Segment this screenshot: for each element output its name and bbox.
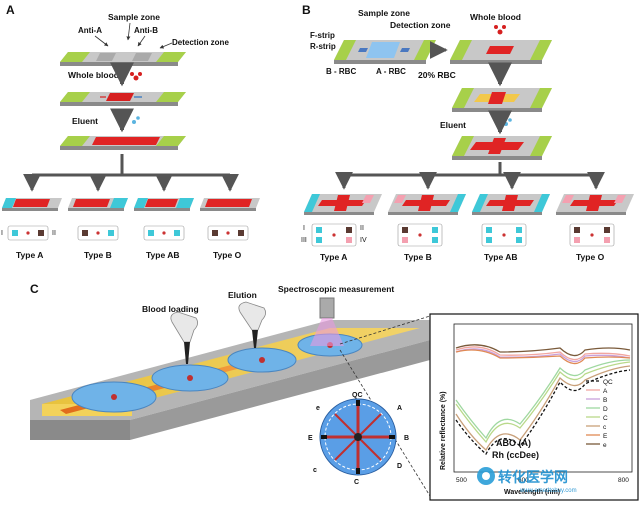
type-o-label-a: Type O [213,250,242,260]
legend-e-lower: e [603,442,607,449]
result-strips-a [2,198,260,211]
legend-c-upper: C [603,415,608,422]
panel-b-letter: B [302,3,311,17]
type-ab-label-b: Type AB [484,252,518,262]
r-strip-label: R-strip [310,42,336,51]
type-b-label-a: Type B [84,250,112,260]
pipette-blood [170,311,198,364]
strip-a3 [60,136,186,150]
annotation-abo: ABO (A) [496,438,531,448]
detection-zone-label-a: Detection zone [172,38,229,47]
x-tick-500: 500 [456,477,467,484]
roman-2-a: II [52,230,56,237]
strip-a1 [60,52,186,66]
x-tick-600: 600 [518,477,529,484]
spectrometer [310,297,344,346]
disc-label-qc: QC [352,392,363,399]
disc-label-c-upper: C [354,479,359,486]
detection-zone-label-b: Detection zone [390,20,451,30]
whole-blood-label-b: Whole blood [470,12,521,22]
roman-1-a: I [1,230,3,237]
f-strip-label: F-strip [310,31,335,40]
legend-b: B [603,397,607,404]
panel-c-letter: C [30,282,39,296]
type-ab-label-a: Type AB [146,250,180,260]
watermark-url: www.emedtobuy.com [519,488,577,494]
chart-xlabel: Wavelength (nm) [504,489,560,496]
disc-label-b: B [404,435,409,442]
spectroscopic-label: Spectroscopic measurement [278,284,394,294]
roman-1-b: I [303,225,305,232]
legend-e-upper: E [603,433,608,440]
legend-d: D [603,406,608,413]
result-strips-b [304,194,634,215]
type-a-label-b: Type A [320,252,347,262]
disc-detail [319,398,397,476]
curve-qc [455,369,631,456]
disc-label-a: A [397,405,402,412]
type-o-label-b: Type O [576,252,605,262]
strip-a2 [60,92,186,106]
eluent-label-a: Eluent [72,116,98,126]
result-boxes-a [7,225,249,241]
strip-b-setup [334,40,436,64]
legend-a: A [603,388,608,395]
x-tick-800: 800 [618,477,629,484]
chart-ylabel: Relative reflectance (%) [440,391,447,470]
curve-b [455,348,631,363]
watermark: 转化医学网 www.emedtobuy.com [477,467,577,494]
sample-zone-label-b: Sample zone [358,8,410,18]
curve-a [455,346,631,361]
panel-a: A Sample zone Anti-A Anti-B Detection zo… [1,3,260,260]
strip-b-eluted [452,136,552,160]
type-b-label-b: Type B [404,252,432,262]
disc-label-c-lower: c [313,467,317,474]
eluent-label-b: Eluent [440,120,466,130]
strip-b-rbc [452,88,552,112]
sample-zone-label-a: Sample zone [108,12,160,22]
rbc-20-label: 20% RBC [418,70,456,80]
curve-c-upper [455,361,631,444]
pipette-elution [238,301,266,348]
anti-b-label: Anti-B [134,26,158,35]
b-rbc-label: B - RBC [326,67,356,76]
a-rbc-label: A - RBC [376,67,406,76]
curve-e [455,344,631,357]
legend: QC A B D C c E e [586,379,613,449]
legend-qc: QC [603,379,613,386]
annotation-rh: Rh (ccDee) [492,450,539,460]
disc-label-e-upper: E [308,435,313,442]
panel-b: B Sample zone Detection zone F-strip R-s… [301,3,634,262]
legend-c-lower: c [603,424,607,431]
roman-2-b: II [360,225,364,232]
strip-b-blood [450,40,552,64]
elution-label: Elution [228,290,257,300]
curve-e2 [455,349,631,365]
panel-a-letter: A [6,3,15,17]
watermark-cn: 转化医学网 [498,469,568,485]
anti-a-label: Anti-A [78,26,102,35]
roman-3-b: III [301,237,307,244]
type-a-label-a: Type A [16,250,43,260]
spectrum-curves [455,344,631,456]
disc-label-e-lower: e [316,405,320,412]
curve-c-lower [455,365,631,452]
spectrum-chart: Relative reflectance (%) Wavelength (nm)… [429,313,639,501]
whole-blood-label-a: Whole blood [68,70,119,80]
blood-loading-label: Blood loading [142,304,199,314]
result-boxes-b [311,223,615,247]
curve-d [455,359,631,440]
panel-c: C Blood loading Elution Spectroscopic me… [30,282,639,501]
roman-4-b: IV [360,237,367,244]
disc-label-d: D [397,463,402,470]
